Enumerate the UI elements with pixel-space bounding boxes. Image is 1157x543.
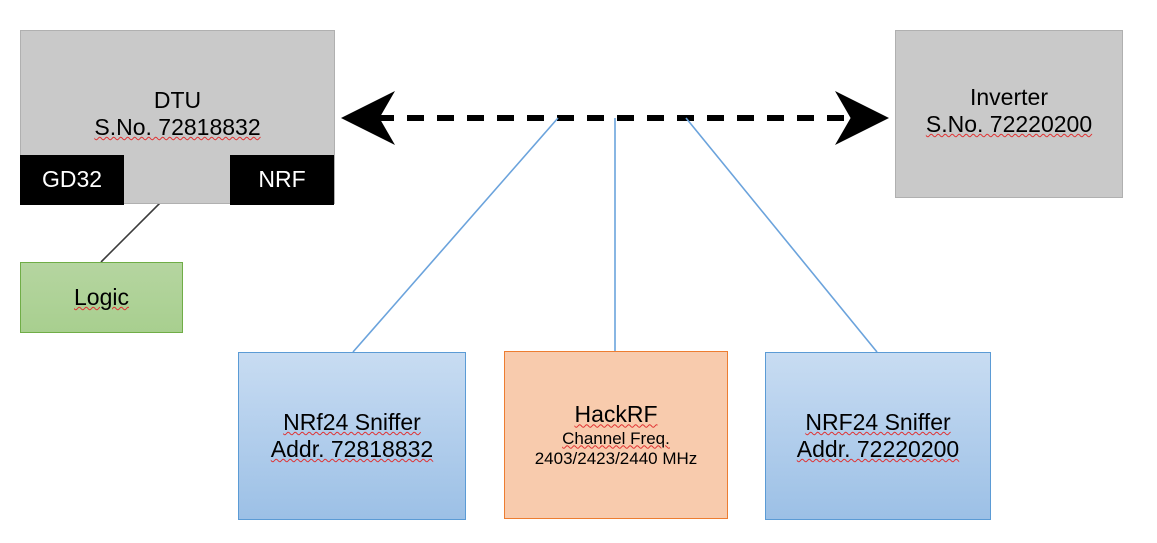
hackrf-title: HackRF (574, 401, 658, 428)
sniffer-left-address: Addr. 72818832 (270, 436, 434, 462)
sniffer-right-title: NRF24 Sniffer (805, 408, 951, 435)
node-sniffer-left[interactable]: NRf24 Sniffer Addr. 72818832 (238, 352, 466, 520)
sniffer-left-title: NRf24 Sniffer (283, 408, 421, 435)
node-gd32[interactable]: GD32 (20, 155, 124, 205)
gd32-label: GD32 (41, 166, 103, 193)
hackrf-channel-label: Channel Freq. (562, 428, 670, 448)
inverter-title: Inverter (970, 84, 1048, 110)
node-inverter[interactable]: Inverter S.No. 72220200 (895, 30, 1123, 198)
nrf-label: NRF (258, 166, 306, 193)
inverter-serial: S.No. 72220200 (925, 111, 1093, 138)
sniffer-right-address: Addr. 72220200 (796, 436, 960, 462)
dtu-title: DTU (153, 87, 202, 113)
logic-label: Logic (74, 283, 129, 310)
tap-line-right (685, 117, 878, 353)
tap-line-left (352, 117, 559, 353)
dtu-serial: S.No. 72818832 (94, 114, 261, 141)
node-hackrf[interactable]: HackRF Channel Freq. 2403/2423/2440 MHz (504, 351, 728, 519)
node-nrf[interactable]: NRF (230, 155, 334, 205)
hackrf-frequencies: 2403/2423/2440 MHz (534, 448, 698, 468)
node-logic[interactable]: Logic (20, 262, 183, 333)
node-sniffer-right[interactable]: NRF24 Sniffer Addr. 72220200 (765, 352, 991, 520)
